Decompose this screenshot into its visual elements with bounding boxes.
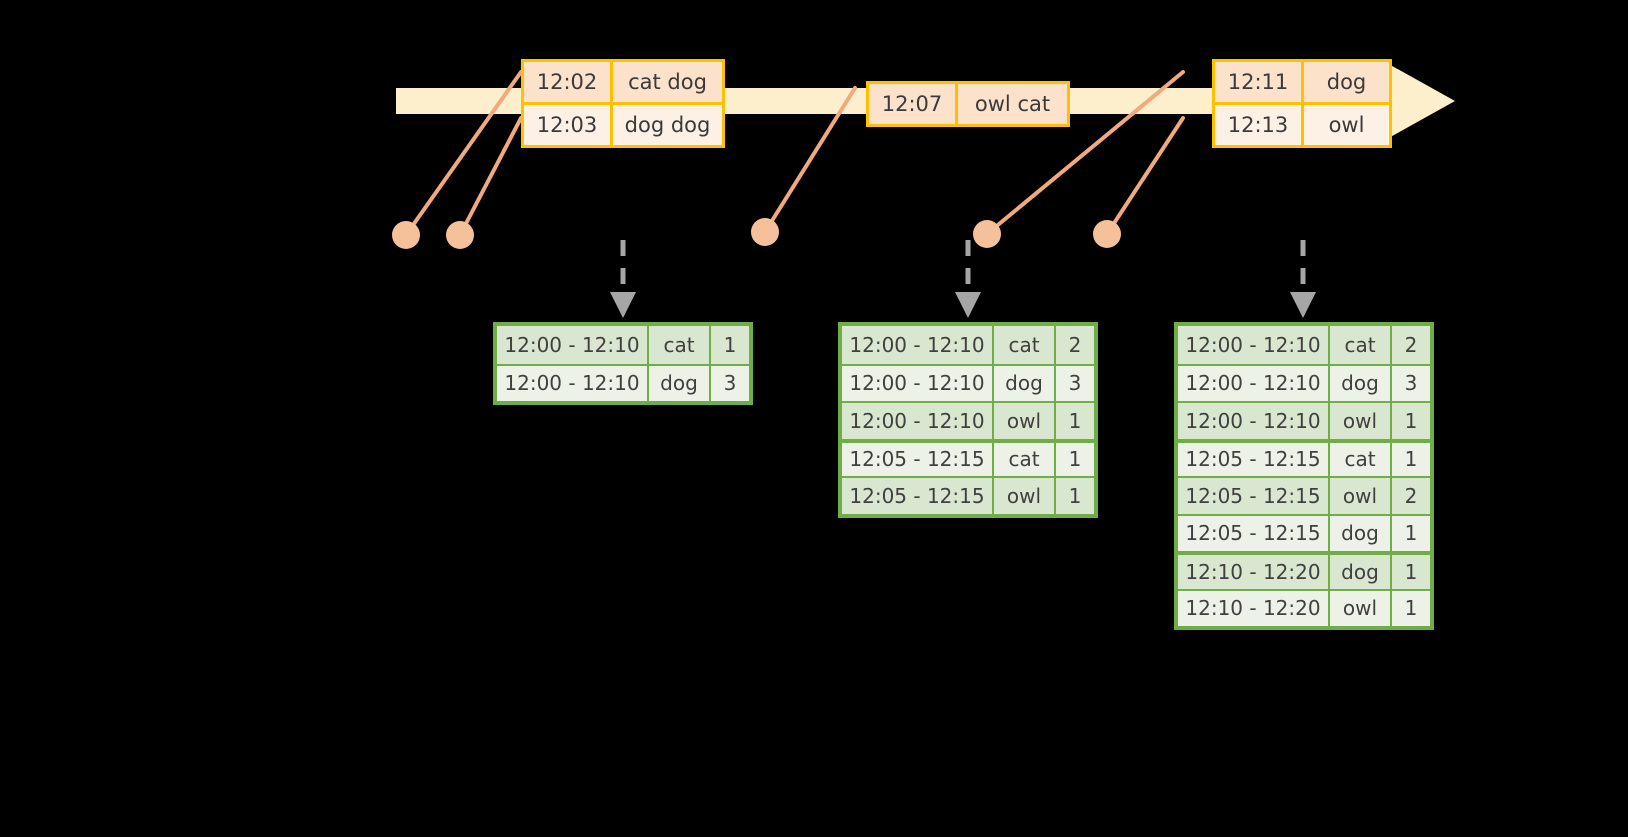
key-cell: dog bbox=[992, 365, 1054, 401]
count-cell: 2 bbox=[1390, 326, 1430, 364]
key-cell: owl bbox=[992, 403, 1054, 439]
event-row[interactable]: 12:11 dog bbox=[1215, 62, 1389, 102]
key-cell: cat bbox=[647, 326, 709, 364]
count-cell: 1 bbox=[1390, 442, 1430, 476]
key-cell: cat bbox=[1328, 326, 1390, 364]
table-row[interactable]: 12:10 - 12:20 owl 1 bbox=[1178, 588, 1430, 626]
result-table-3[interactable]: 12:00 - 12:10 cat 2 12:00 - 12:10 dog 3 … bbox=[1174, 322, 1434, 630]
table-row[interactable]: 12:05 - 12:15 dog 1 bbox=[1178, 513, 1430, 551]
key-cell: cat bbox=[992, 442, 1054, 476]
table-row[interactable]: 12:05 - 12:15 cat 1 bbox=[842, 438, 1094, 476]
connector-dot-5 bbox=[1093, 220, 1121, 248]
count-cell: 1 bbox=[709, 326, 749, 364]
window-cell: 12:00 - 12:10 bbox=[1185, 371, 1321, 396]
dashed-arrow-1 bbox=[610, 240, 636, 318]
connector-dot-3 bbox=[751, 218, 779, 246]
key-cell: owl bbox=[1328, 590, 1390, 626]
event-row[interactable]: 12:07 owl cat bbox=[869, 84, 1067, 124]
table-row[interactable]: 12:00 - 12:10 cat 2 bbox=[1178, 326, 1430, 364]
connector-dots bbox=[392, 218, 1121, 249]
table-row[interactable]: 12:10 - 12:20 dog 1 bbox=[1178, 551, 1430, 589]
count-cell: 2 bbox=[1390, 478, 1430, 514]
connector-line-1 bbox=[404, 70, 523, 237]
count-cell: 1 bbox=[1054, 442, 1094, 476]
window-cell: 12:05 - 12:15 bbox=[1185, 447, 1321, 472]
window-cell: 12:10 - 12:20 bbox=[1185, 559, 1321, 584]
window-cell: 12:05 - 12:15 bbox=[849, 483, 985, 508]
connector-dot-4 bbox=[973, 220, 1001, 248]
window-cell: 12:00 - 12:10 bbox=[1185, 332, 1321, 357]
key-cell: dog bbox=[1328, 515, 1390, 551]
count-cell: 3 bbox=[1390, 365, 1430, 401]
count-cell: 1 bbox=[1054, 403, 1094, 439]
event-row[interactable]: 12:13 owl bbox=[1215, 102, 1389, 145]
count-cell: 1 bbox=[1390, 555, 1430, 589]
key-cell: dog bbox=[647, 365, 709, 401]
count-cell: 1 bbox=[1390, 403, 1430, 439]
table-row[interactable]: 12:00 - 12:10 dog 3 bbox=[1178, 363, 1430, 401]
count-cell: 1 bbox=[1390, 590, 1430, 626]
key-cell: owl bbox=[1328, 403, 1390, 439]
window-cell: 12:10 - 12:20 bbox=[1185, 596, 1321, 621]
count-cell: 1 bbox=[1390, 515, 1430, 551]
connector-dot-1 bbox=[392, 221, 420, 249]
connector-dot-2 bbox=[446, 221, 474, 249]
table-row[interactable]: 12:00 - 12:10 dog 3 bbox=[842, 363, 1094, 401]
key-cell: cat bbox=[992, 326, 1054, 364]
key-cell: dog bbox=[1328, 555, 1390, 589]
key-cell: dog bbox=[1328, 365, 1390, 401]
window-cell: 12:00 - 12:10 bbox=[504, 371, 640, 396]
connector-line-2 bbox=[458, 116, 523, 237]
event-group-2[interactable]: 12:07 owl cat bbox=[866, 81, 1070, 127]
connector-line-5 bbox=[1105, 116, 1185, 236]
event-time: 12:03 bbox=[524, 105, 610, 145]
count-cell: 1 bbox=[1054, 478, 1094, 514]
event-group-1[interactable]: 12:02 cat dog 12:03 dog dog bbox=[521, 59, 725, 148]
dashed-arrow-3 bbox=[1290, 240, 1316, 318]
window-cell: 12:00 - 12:10 bbox=[1185, 408, 1321, 433]
event-words: dog bbox=[1301, 62, 1389, 102]
connector-line-3 bbox=[763, 86, 857, 234]
result-table-2[interactable]: 12:00 - 12:10 cat 2 12:00 - 12:10 dog 3 … bbox=[838, 322, 1098, 518]
event-words: owl bbox=[1301, 105, 1389, 145]
event-group-3[interactable]: 12:11 dog 12:13 owl bbox=[1212, 59, 1392, 148]
dashed-arrow-2 bbox=[955, 240, 981, 318]
event-time: 12:13 bbox=[1215, 105, 1301, 145]
table-row[interactable]: 12:05 - 12:15 owl 2 bbox=[1178, 476, 1430, 514]
table-row[interactable]: 12:00 - 12:10 cat 2 bbox=[842, 326, 1094, 364]
event-words: cat dog bbox=[610, 62, 722, 102]
key-cell: cat bbox=[1328, 442, 1390, 476]
window-cell: 12:05 - 12:15 bbox=[1185, 521, 1321, 546]
window-cell: 12:05 - 12:15 bbox=[849, 447, 985, 472]
table-row[interactable]: 12:00 - 12:10 owl 1 bbox=[1178, 401, 1430, 439]
count-cell: 3 bbox=[709, 365, 749, 401]
event-row[interactable]: 12:02 cat dog bbox=[524, 62, 722, 102]
table-row[interactable]: 12:00 - 12:10 cat 1 bbox=[497, 326, 749, 364]
key-cell: owl bbox=[992, 478, 1054, 514]
dashed-arrows bbox=[610, 240, 1316, 318]
event-time: 12:11 bbox=[1215, 62, 1301, 102]
window-cell: 12:00 - 12:10 bbox=[849, 371, 985, 396]
key-cell: owl bbox=[1328, 478, 1390, 514]
count-cell: 3 bbox=[1054, 365, 1094, 401]
result-table-1[interactable]: 12:00 - 12:10 cat 1 12:00 - 12:10 dog 3 bbox=[493, 322, 753, 405]
window-cell: 12:00 - 12:10 bbox=[849, 408, 985, 433]
event-time: 12:07 bbox=[869, 84, 955, 124]
event-time: 12:02 bbox=[524, 62, 610, 102]
table-row[interactable]: 12:00 - 12:10 dog 3 bbox=[497, 363, 749, 401]
count-cell: 2 bbox=[1054, 326, 1094, 364]
table-row[interactable]: 12:00 - 12:10 owl 1 bbox=[842, 401, 1094, 439]
event-words: owl cat bbox=[955, 84, 1067, 124]
window-cell: 12:00 - 12:10 bbox=[504, 332, 640, 357]
table-row[interactable]: 12:05 - 12:15 cat 1 bbox=[1178, 438, 1430, 476]
table-row[interactable]: 12:05 - 12:15 owl 1 bbox=[842, 476, 1094, 514]
event-words: dog dog bbox=[610, 105, 722, 145]
event-row[interactable]: 12:03 dog dog bbox=[524, 102, 722, 145]
window-cell: 12:05 - 12:15 bbox=[1185, 483, 1321, 508]
window-cell: 12:00 - 12:10 bbox=[849, 332, 985, 357]
